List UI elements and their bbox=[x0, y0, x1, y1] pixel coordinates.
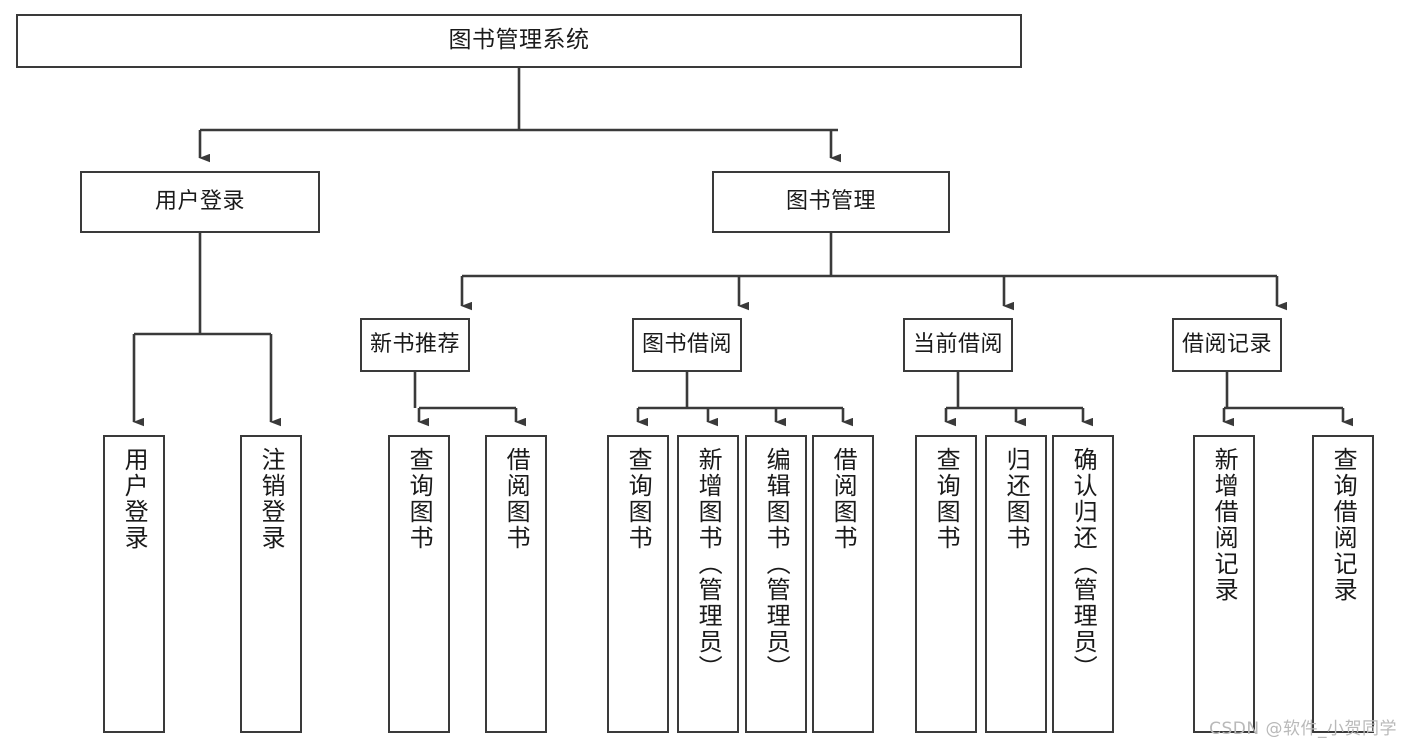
node-leaf-return-book-label: 归还图书 bbox=[1002, 447, 1031, 551]
node-leaf-edit-book-label: 编辑图书（管理员） bbox=[762, 447, 791, 681]
node-leaf-add-borrow-record[interactable]: 新增借阅记录 bbox=[1193, 435, 1255, 733]
node-leaf-query-book-2-label: 查询图书 bbox=[624, 447, 653, 551]
node-user-login[interactable]: 用户登录 bbox=[80, 171, 320, 233]
node-leaf-logout-login-label: 注销登录 bbox=[257, 447, 286, 551]
node-leaf-borrow-book-2[interactable]: 借阅图书 bbox=[812, 435, 874, 733]
node-user-login-label: 用户登录 bbox=[154, 188, 245, 214]
node-leaf-add-borrow-record-label: 新增借阅记录 bbox=[1210, 447, 1239, 603]
node-leaf-user-login-label: 用户登录 bbox=[120, 447, 149, 551]
node-book-borrow-label: 图书借阅 bbox=[641, 331, 732, 357]
node-book-manage[interactable]: 图书管理 bbox=[712, 171, 950, 233]
node-leaf-confirm-return-label: 确认归还（管理员） bbox=[1069, 447, 1098, 681]
node-root-label: 图书管理系统 bbox=[448, 27, 590, 54]
node-root[interactable]: 图书管理系统 bbox=[16, 14, 1022, 68]
node-leaf-confirm-return[interactable]: 确认归还（管理员） bbox=[1052, 435, 1114, 733]
node-borrow-record-label: 借阅记录 bbox=[1181, 331, 1272, 357]
node-leaf-query-book-3[interactable]: 查询图书 bbox=[915, 435, 977, 733]
node-current-borrow[interactable]: 当前借阅 bbox=[903, 318, 1013, 372]
node-leaf-borrow-book-2-label: 借阅图书 bbox=[829, 447, 858, 551]
node-leaf-logout-login[interactable]: 注销登录 bbox=[240, 435, 302, 733]
node-leaf-query-book-1[interactable]: 查询图书 bbox=[388, 435, 450, 733]
node-new-book-recommend[interactable]: 新书推荐 bbox=[360, 318, 470, 372]
node-current-borrow-label: 当前借阅 bbox=[912, 331, 1003, 357]
node-leaf-borrow-book-1-label: 借阅图书 bbox=[502, 447, 531, 551]
node-leaf-add-book[interactable]: 新增图书（管理员） bbox=[677, 435, 739, 733]
node-leaf-borrow-book-1[interactable]: 借阅图书 bbox=[485, 435, 547, 733]
node-book-borrow[interactable]: 图书借阅 bbox=[632, 318, 742, 372]
node-leaf-return-book[interactable]: 归还图书 bbox=[985, 435, 1047, 733]
node-leaf-edit-book[interactable]: 编辑图书（管理员） bbox=[745, 435, 807, 733]
node-leaf-add-book-label: 新增图书（管理员） bbox=[694, 447, 723, 681]
node-leaf-user-login[interactable]: 用户登录 bbox=[103, 435, 165, 733]
node-new-book-recommend-label: 新书推荐 bbox=[369, 331, 460, 357]
csdn-watermark: CSDN @软件_小贺同学 bbox=[1209, 719, 1397, 739]
node-leaf-query-book-1-label: 查询图书 bbox=[405, 447, 434, 551]
node-leaf-query-borrow-record-label: 查询借阅记录 bbox=[1329, 447, 1358, 603]
node-leaf-query-book-3-label: 查询图书 bbox=[932, 447, 961, 551]
node-leaf-query-book-2[interactable]: 查询图书 bbox=[607, 435, 669, 733]
node-leaf-query-borrow-record[interactable]: 查询借阅记录 bbox=[1312, 435, 1374, 733]
node-book-manage-label: 图书管理 bbox=[785, 188, 876, 214]
node-borrow-record[interactable]: 借阅记录 bbox=[1172, 318, 1282, 372]
